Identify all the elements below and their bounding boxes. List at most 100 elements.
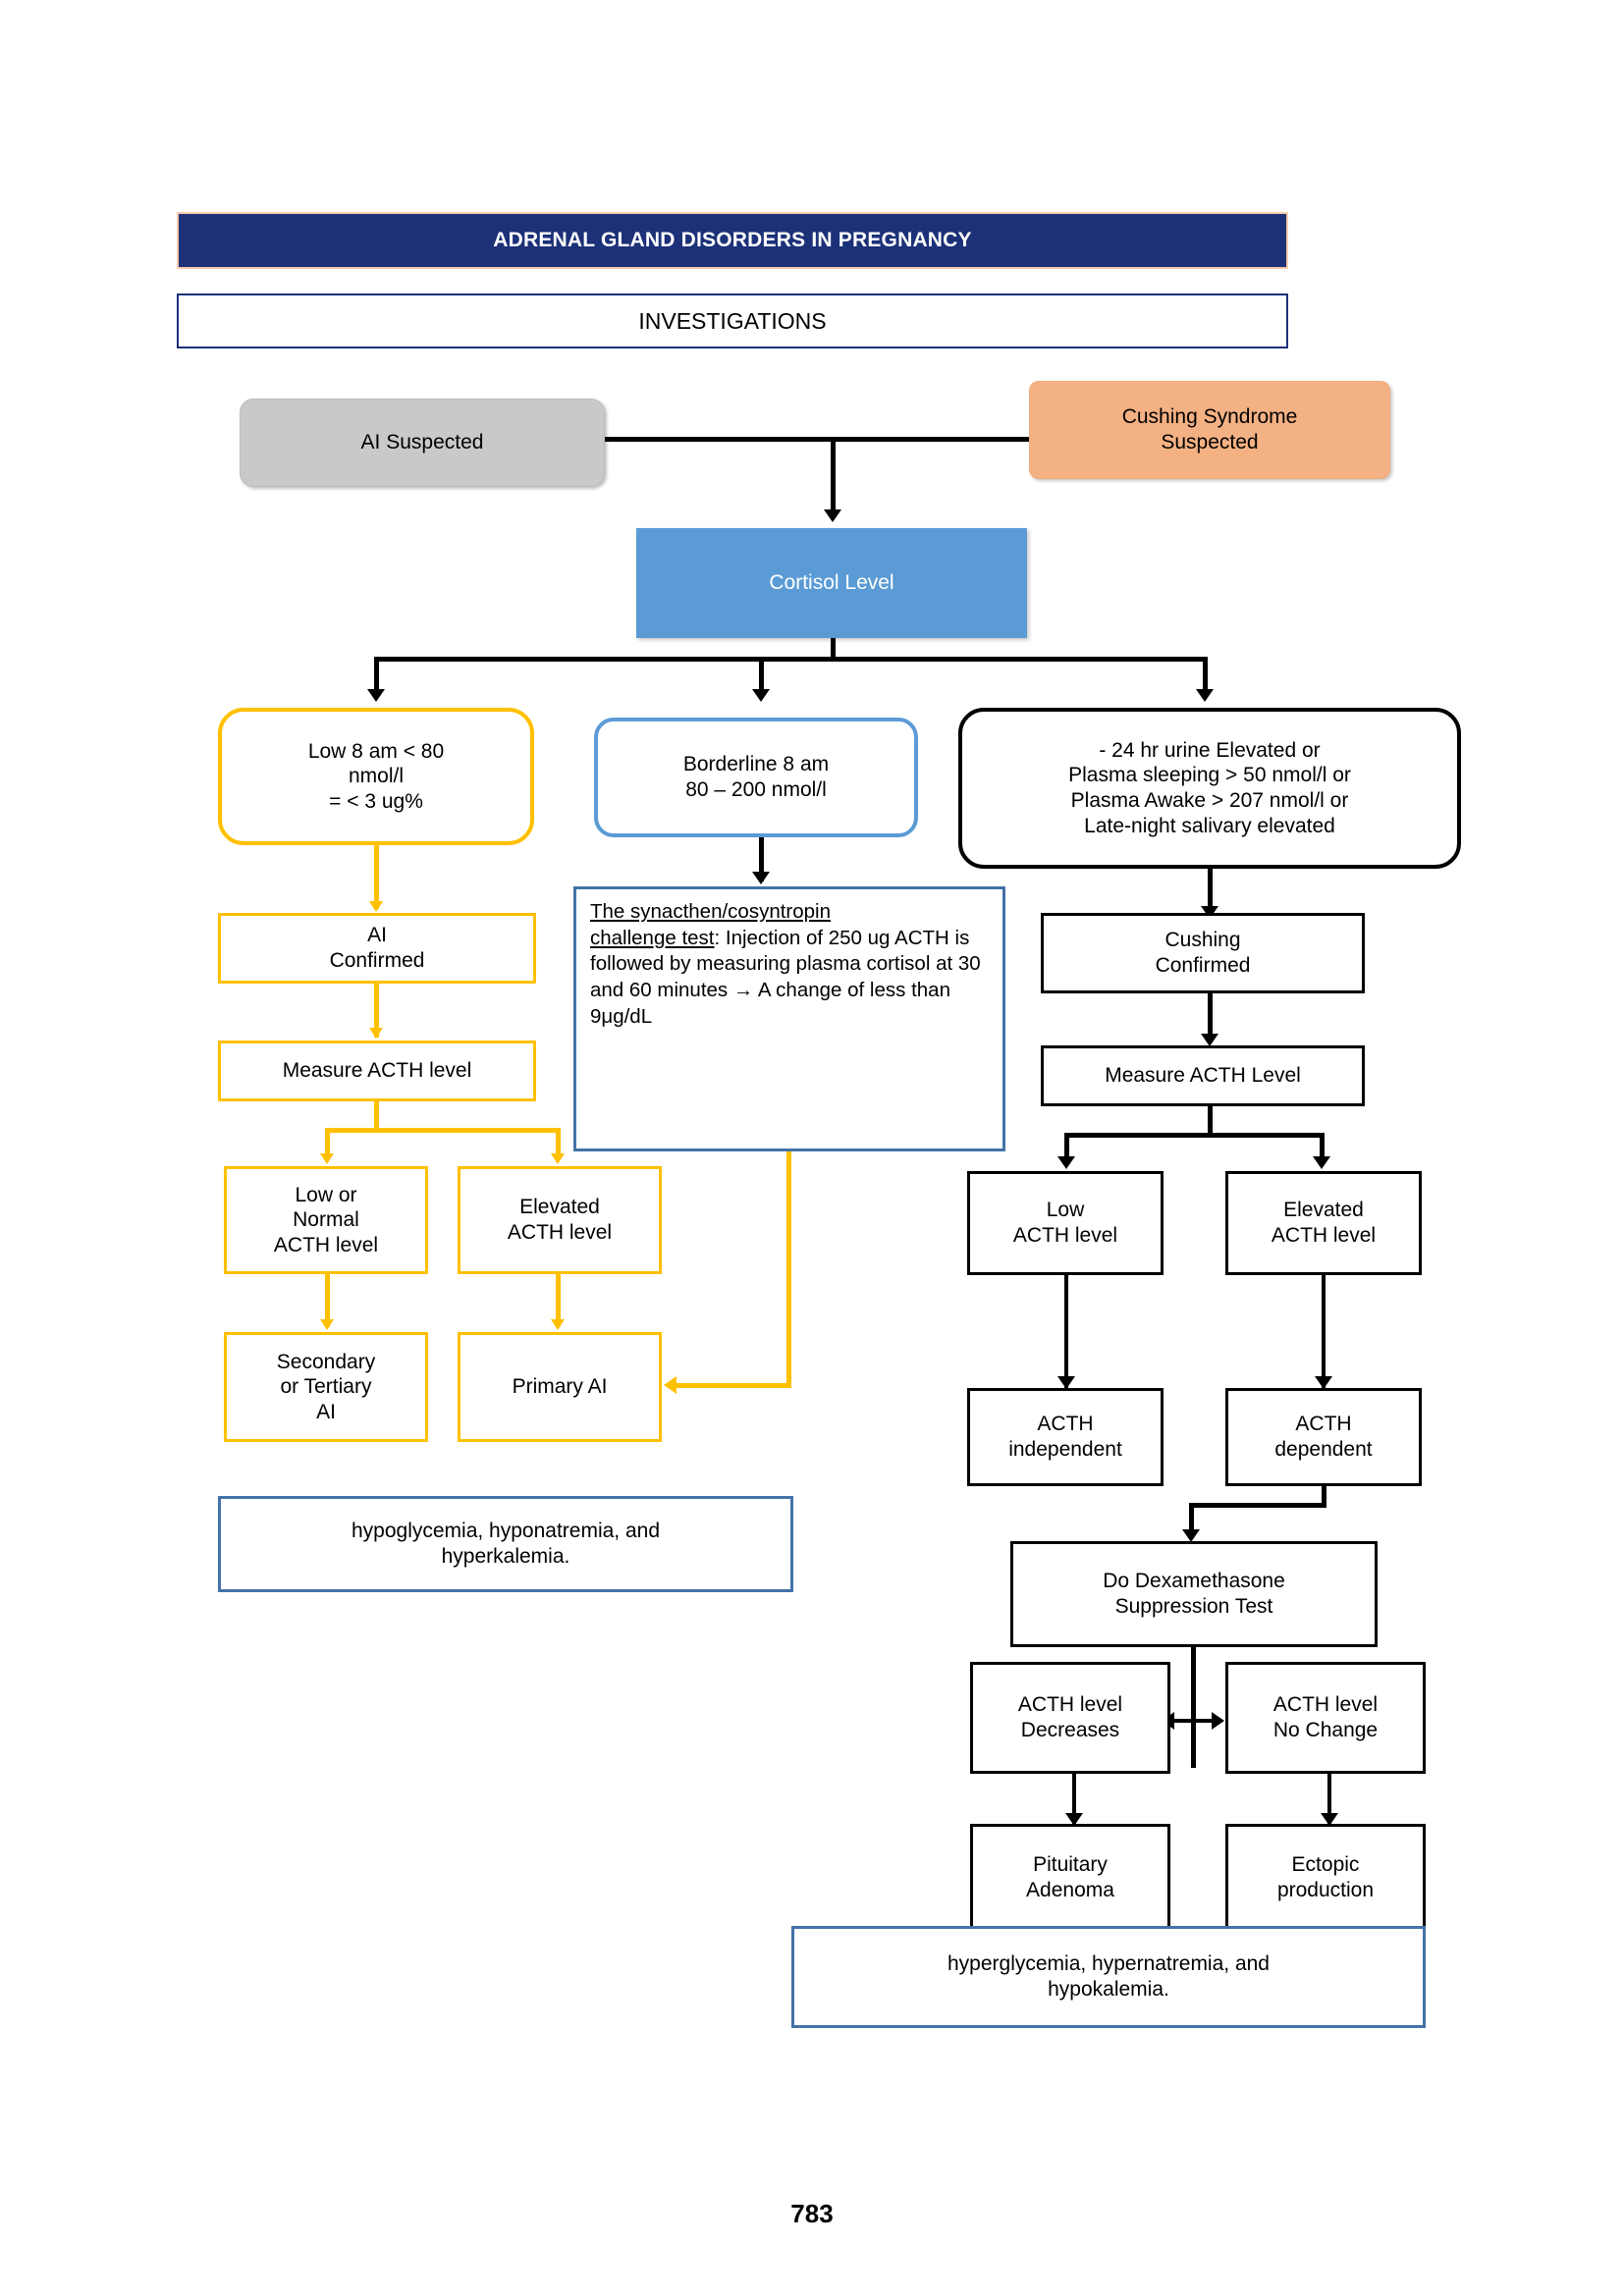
connector-low-acth-right-down	[1064, 1133, 1069, 1164]
connector-synacthen-left	[676, 1383, 791, 1388]
connector-decreases-to-pituitary	[1072, 1774, 1076, 1825]
node-low-8am-label: Low 8 am < 80 nmol/l = < 3 ug%	[307, 739, 445, 813]
node-borderline-8am-label: Borderline 8 am 80 – 200 nmol/l	[682, 753, 830, 801]
node-low-or-normal-acth-label: Low or Normal ACTH level	[273, 1183, 379, 1256]
node-low-acth-right-label: Low ACTH level	[1012, 1199, 1118, 1247]
note-left-findings: hypoglycemia, hyponatremia, and hyperkal…	[218, 1496, 793, 1592]
node-acth-no-change[interactable]: ACTH level No Change	[1225, 1662, 1426, 1774]
connector-borderline-down	[759, 837, 764, 881]
page-number-container: 783	[0, 2199, 1624, 2229]
node-measure-acth-right[interactable]: Measure ACTH Level	[1041, 1045, 1365, 1106]
connector-branch-mid-down	[759, 657, 764, 697]
arrow-down-measure-acth-right	[1201, 1034, 1218, 1046]
arrow-left-to-primary-ai	[664, 1376, 677, 1394]
node-elevated-acth-right[interactable]: Elevated ACTH level	[1225, 1171, 1422, 1275]
connector-low-acth-to-independent	[1064, 1275, 1068, 1388]
connector-elevated-acth-right-down	[1320, 1133, 1325, 1164]
node-ai-confirmed[interactable]: AI Confirmed	[218, 913, 536, 984]
section-title-bar: INVESTIGATIONS	[177, 294, 1288, 348]
node-measure-acth-left-label: Measure ACTH level	[282, 1059, 472, 1083]
arrow-down-borderline	[752, 689, 770, 702]
connector-lownormal-to-secondary	[325, 1274, 330, 1327]
node-acth-independent[interactable]: ACTH independent	[967, 1388, 1164, 1486]
connector-measure-left-bus	[325, 1128, 561, 1133]
node-elevated-acth-right-label: Elevated ACTH level	[1271, 1199, 1377, 1247]
connector-elevated-to-primary	[556, 1274, 561, 1327]
node-dexamethasone-test[interactable]: Do Dexamethasone Suppression Test	[1010, 1541, 1378, 1647]
node-cushing-suspected-label: Cushing Syndrome Suspected	[1121, 405, 1298, 454]
node-urine-elevated[interactable]: - 24 hr urine Elevated or Plasma sleepin…	[958, 708, 1461, 869]
node-ai-suspected[interactable]: AI Suspected	[240, 399, 605, 487]
connector-dex-double-arrow-bar	[1174, 1719, 1212, 1723]
node-ectopic-production[interactable]: Ectopic production	[1225, 1824, 1426, 1932]
node-cortisol-level-label: Cortisol Level	[769, 571, 894, 595]
note-right-findings: hyperglycemia, hypernatremia, and hypoka…	[791, 1926, 1426, 2028]
node-urine-elevated-label: - 24 hr urine Elevated or Plasma sleepin…	[1068, 738, 1351, 837]
connector-measure-right-stub	[1208, 1106, 1213, 1136]
node-ai-confirmed-label: AI Confirmed	[329, 924, 425, 972]
node-secondary-tertiary-ai-label: Secondary or Tertiary AI	[276, 1350, 376, 1423]
node-measure-acth-left[interactable]: Measure ACTH level	[218, 1041, 536, 1101]
connector-confirmed-to-measure	[374, 984, 379, 1038]
connector-horizontal-suspected	[605, 437, 1029, 442]
connector-low8am-to-confirmed	[374, 845, 379, 909]
synacthen-title-line2: challenge test	[590, 926, 715, 949]
node-low-or-normal-acth[interactable]: Low or Normal ACTH level	[224, 1166, 428, 1274]
connector-lownormal-down	[325, 1128, 330, 1159]
arrow-down-synacthen	[752, 872, 770, 884]
node-acth-no-change-label: ACTH level No Change	[1272, 1693, 1379, 1741]
connector-measure-left-stub	[374, 1101, 379, 1131]
page-number: 783	[790, 2199, 834, 2228]
arrow-down-dexamethasone	[1182, 1529, 1200, 1542]
node-pituitary-adenoma[interactable]: Pituitary Adenoma	[970, 1824, 1170, 1932]
connector-vertical-to-cortisol	[831, 437, 836, 517]
arrow-down-urine	[1196, 689, 1214, 702]
node-acth-independent-label: ACTH independent	[1008, 1413, 1122, 1461]
arrow-down-elevated-acth-left	[551, 1153, 565, 1164]
arrow-right-acth-no-change	[1212, 1712, 1224, 1730]
node-low-8am[interactable]: Low 8 am < 80 nmol/l = < 3 ug%	[218, 708, 534, 845]
connector-branch-right-down	[1203, 657, 1208, 697]
node-dexamethasone-test-label: Do Dexamethasone Suppression Test	[1103, 1570, 1285, 1618]
node-cushing-confirmed[interactable]: Cushing Confirmed	[1041, 913, 1365, 993]
connector-cortisol-stub	[831, 638, 836, 660]
node-measure-acth-right-label: Measure ACTH Level	[1105, 1064, 1301, 1088]
connector-dependent-down	[1322, 1486, 1326, 1508]
arrow-down-low-acth-right	[1057, 1156, 1075, 1169]
node-acth-dependent[interactable]: ACTH dependent	[1225, 1388, 1422, 1486]
synacthen-body-text: : Injection of 250 ug ACTH is followed b…	[590, 926, 981, 1028]
arrow-down-acth-dependent	[1315, 1376, 1332, 1389]
node-secondary-tertiary-ai[interactable]: Secondary or Tertiary AI	[224, 1332, 428, 1442]
connector-nochange-to-ectopic	[1327, 1774, 1331, 1825]
synacthen-title-line1: The synacthen/cosyntropin	[590, 900, 831, 923]
banner-title-text: ADRENAL GLAND DISORDERS IN PREGNANCY	[493, 229, 972, 251]
connector-synacthen-down	[786, 1151, 791, 1387]
arrow-down-elevated-acth-right	[1313, 1156, 1330, 1169]
arrow-down-secondary-tertiary	[320, 1319, 334, 1330]
arrow-down-primary-ai	[551, 1319, 565, 1330]
node-low-acth-right[interactable]: Low ACTH level	[967, 1171, 1164, 1275]
node-elevated-acth-left[interactable]: Elevated ACTH level	[458, 1166, 662, 1274]
node-acth-decreases[interactable]: ACTH level Decreases	[970, 1662, 1170, 1774]
connector-cushing-to-measure-right	[1208, 993, 1213, 1042]
page-banner-title: ADRENAL GLAND DISORDERS IN PREGNANCY	[177, 212, 1288, 269]
node-primary-ai-label: Primary AI	[512, 1375, 608, 1399]
arrow-down-ai-confirmed	[369, 901, 383, 912]
arrow-down-ectopic-production	[1321, 1813, 1338, 1826]
connector-dex-down	[1189, 1503, 1194, 1537]
connector-urine-to-cushing-confirmed	[1208, 869, 1213, 916]
node-cushing-suspected[interactable]: Cushing Syndrome Suspected	[1029, 381, 1390, 479]
note-left-findings-text: hypoglycemia, hyponatremia, and hyperkal…	[351, 1520, 660, 1568]
arrow-down-low8am	[367, 689, 385, 702]
node-ai-suspected-label: AI Suspected	[360, 431, 484, 454]
node-synacthen-test[interactable]: The synacthen/cosyntropin challenge test…	[573, 886, 1005, 1151]
node-acth-dependent-label: ACTH dependent	[1274, 1413, 1373, 1461]
connector-elevated-left-down	[556, 1128, 561, 1159]
node-borderline-8am[interactable]: Borderline 8 am 80 – 200 nmol/l	[594, 718, 918, 837]
node-acth-decreases-label: ACTH level Decreases	[1017, 1693, 1123, 1741]
arrow-down-pituitary-adenoma	[1065, 1813, 1083, 1826]
node-primary-ai[interactable]: Primary AI	[458, 1332, 662, 1442]
arrow-down-measure-acth-left	[369, 1028, 383, 1039]
node-cortisol-level[interactable]: Cortisol Level	[636, 528, 1027, 638]
